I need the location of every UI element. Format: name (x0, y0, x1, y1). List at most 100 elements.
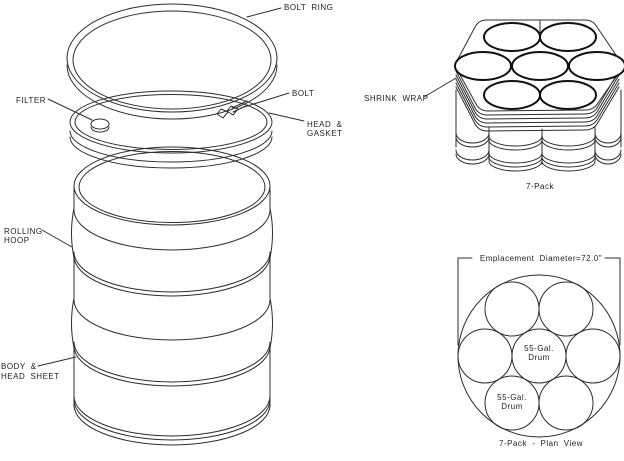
dimension-bracket-left (457, 257, 473, 346)
label-rolling-hoop-line1: ROLLING (4, 227, 43, 236)
filter-top-ellipse (90, 118, 110, 130)
drum-tops (454, 22, 624, 110)
plan-drum-circle (538, 281, 594, 337)
drum-top-ellipse (483, 22, 541, 52)
plan-drum-circles (457, 281, 621, 431)
exploded-drum-figure: BOLT RING FILTER BOLT HEAD & GASKET ROLL… (1, 3, 342, 446)
rolling-hoop-arc (73, 251, 271, 293)
dimension-bracket: Emplacement Diameter=72.0" (457, 254, 621, 346)
plan-drum-circle (565, 328, 621, 384)
drum-bodies-under-wrap (455, 89, 622, 172)
bottom-chime-arc (73, 399, 271, 441)
pack-drum-band-arc (594, 132, 622, 144)
exploded-drum-labels: BOLT RING FILTER BOLT HEAD & GASKET ROLL… (1, 3, 342, 381)
seven-pack-plan-caption: 7-Pack - Plan View (499, 439, 583, 448)
shrink-wrap-contour (455, 82, 620, 128)
bottom-edge-arc (73, 404, 271, 446)
label-shrink-wrap: SHRINK WRAP (364, 94, 428, 103)
head-skirt-arc (69, 130, 273, 163)
drum-top-ellipse (539, 80, 597, 110)
rolling-hoop-arc (73, 255, 271, 297)
head-gasket-shape (69, 90, 273, 169)
shrink-wrap-shape (455, 19, 622, 132)
pack-drum-band-arc (541, 156, 596, 168)
center-drum-label-line2: Drum (528, 353, 550, 362)
pack-drum-band-arc (488, 135, 543, 147)
pack-drum-band-arc (594, 136, 622, 148)
pack-drum-band-arc (594, 149, 622, 161)
shrink-wrap-contour (455, 86, 620, 132)
bottom-chime-arc (73, 395, 271, 437)
pack-drum-band-arc (455, 132, 490, 144)
pack-drum-bottom-arc (594, 153, 622, 165)
rolling-hoop-arc (73, 209, 271, 251)
drum-top-ellipse (539, 22, 597, 52)
plan-drum-circle (457, 328, 513, 384)
head-outer-ellipse (69, 90, 273, 154)
dimension-bracket-right (604, 257, 621, 346)
label-head-gasket-line1: HEAD & (307, 120, 342, 129)
pack-drum-band-arc (541, 152, 596, 164)
body-left-wall (71, 187, 75, 406)
shrink-wrap-contour (455, 70, 620, 116)
body-right-wall (269, 187, 273, 406)
label-bolt: BOLT (292, 89, 314, 98)
head-skirt-arc (69, 136, 273, 169)
rolling-hoop-arc (73, 341, 271, 383)
filter-hole-shape (90, 118, 110, 133)
bolt-shaft-line (231, 100, 248, 109)
rolling-hoop-arc (73, 345, 271, 387)
filter-bottom-arc (90, 126, 110, 133)
pack-drum-band-arc (488, 139, 543, 151)
bolt-ring-leader-line (246, 7, 282, 18)
rolling-hoop-leader-line (41, 229, 73, 248)
drum-body-shape (71, 146, 273, 446)
head-gasket-leader-line (268, 112, 305, 122)
bottom-drum-label-line1: 55-Gal. (497, 393, 527, 402)
filter-leader-line (47, 98, 93, 121)
plan-drum-circle (538, 375, 594, 431)
label-rolling-hoop-line2: HOOP (4, 236, 30, 245)
seven-pack-iso-figure: SHRINK WRAP 7-Pack (364, 19, 624, 191)
bolt-ring-inner-ellipse (72, 10, 272, 110)
bolt-ring-outer-ellipse (66, 3, 278, 113)
body-top-rim-outer (73, 146, 271, 226)
pack-drum-band-arc (488, 156, 543, 168)
bottom-drum-label-line2: Drum (501, 402, 523, 411)
seven-pack-plan-figure: Emplacement Diameter=72.0" 55-Gal. Drum … (457, 254, 621, 448)
seven-pack-iso-caption: 7-Pack (526, 182, 554, 191)
bolt-ring-band-edge (66, 64, 278, 120)
bolt-ring-shape (66, 3, 278, 120)
pack-drum-band-arc (541, 139, 596, 151)
plan-drum-circle (484, 281, 540, 337)
pack-drum-band-arc (455, 136, 490, 148)
shrink-wrap-contour (455, 74, 620, 120)
pack-drum-bottom-arc (541, 160, 596, 172)
gasket-inner-ellipse (74, 94, 268, 150)
drum-top-ellipse (568, 51, 624, 81)
body-head-sheet-leader-line (37, 356, 77, 367)
bolt-lug (216, 108, 229, 119)
body-top-rim-inner (78, 151, 266, 223)
rolling-hoop-arc (73, 299, 271, 341)
drum-top-ellipse (454, 51, 512, 81)
label-body-head-sheet-line1: BODY & (1, 362, 37, 371)
pack-drum-bottom-arc (488, 160, 543, 172)
pack-drum-bottom-arc (455, 153, 490, 165)
pack-drum-band-arc (455, 149, 490, 161)
label-bolt-ring: BOLT RING (284, 3, 333, 12)
label-filter: FILTER (16, 96, 46, 105)
drum-top-ellipse (511, 51, 569, 81)
label-head-gasket-line2: GASKET (307, 129, 342, 138)
bolt-leader-line (240, 92, 290, 109)
center-drum-label-line1: 55-Gal. (524, 344, 554, 353)
shrink-wrap-leader-line (423, 77, 457, 98)
emplacement-diameter-label: Emplacement Diameter=72.0" (480, 254, 602, 263)
drum-top-ellipse (483, 80, 541, 110)
pack-drum-band-arc (488, 152, 543, 164)
bolt-lug (226, 105, 239, 116)
shrink-wrap-contour (455, 78, 620, 124)
label-body-head-sheet-line2: HEAD SHEET (1, 372, 60, 381)
